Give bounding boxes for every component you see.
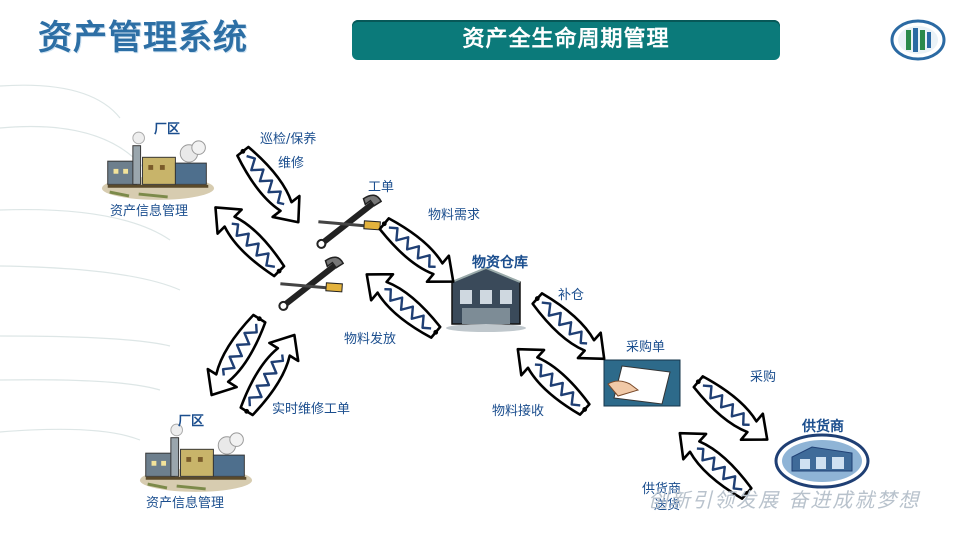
edge-replenish-label: 补仓	[558, 288, 585, 303]
supplier-label: 供货商	[802, 419, 844, 435]
edge-delivery-label: 送货	[654, 498, 681, 513]
edge-purchase-label: 采购	[750, 370, 777, 385]
factory-icon-bottom	[138, 422, 254, 494]
edge-material-receive-label: 物料接收	[492, 404, 545, 419]
edge-material-issue-label: 物料发放	[344, 332, 397, 347]
motto-text: 创新引领发展 奋进成就梦想	[648, 488, 921, 512]
page-title: 资产管理系统	[38, 18, 248, 58]
warehouse-label: 物资仓库	[472, 255, 528, 271]
edge-realtime-order-label: 实时维修工单	[272, 402, 351, 417]
supplier-building-icon	[774, 433, 870, 489]
plant-bottom-title: 厂区	[178, 414, 205, 429]
factory-icon-top	[100, 130, 216, 202]
edge-supplier-label: 供货商	[642, 482, 682, 497]
logo-icon	[890, 19, 946, 61]
wrench-icon-upper	[308, 193, 389, 250]
work-order-label: 工单	[368, 180, 395, 195]
banner: 资产全生命周期管理	[352, 20, 780, 60]
warehouse-icon	[446, 266, 526, 332]
decor-waves	[0, 84, 181, 441]
plant-top-title: 厂区	[154, 122, 181, 137]
document-icon	[603, 359, 681, 407]
plant-top-caption: 资产信息管理	[110, 204, 189, 219]
edge-inspect-label: 巡检/保养	[260, 132, 317, 147]
edge-repair-label: 维修	[278, 156, 305, 171]
edge-material-demand-label: 物料需求	[428, 208, 481, 223]
banner-title: 资产全生命周期管理	[462, 27, 670, 52]
purchase-order-label: 采购单	[626, 340, 666, 355]
plant-bottom-caption: 资产信息管理	[146, 496, 225, 511]
